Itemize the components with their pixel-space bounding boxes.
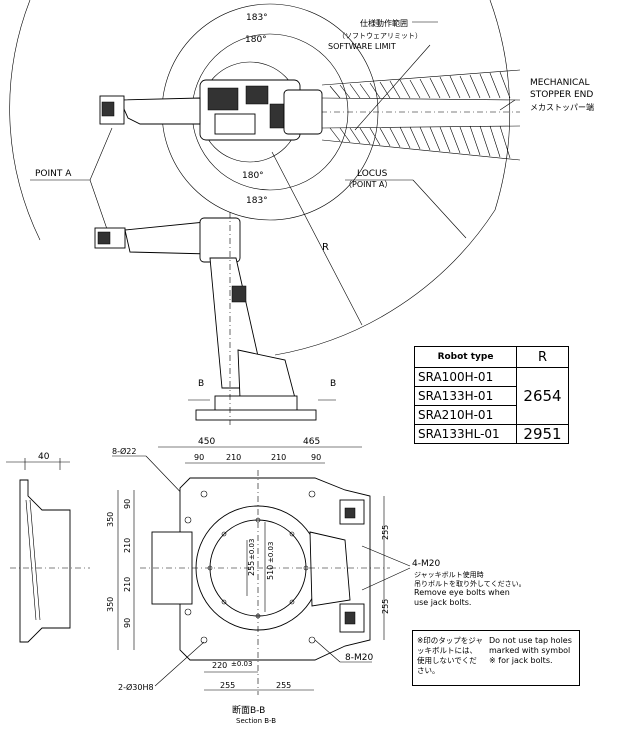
dim-255-center: 255 — [247, 561, 256, 576]
jack-bolt-note: ※印のタップをジャッキボルトには、使用しないでください。 Do not use … — [412, 630, 580, 686]
robot-type-cell: SRA133H-01 — [413, 386, 518, 406]
robot-type-cell: SRA210H-01 — [413, 405, 518, 425]
dim-220-tol: ±0.03 — [231, 660, 252, 668]
m20-8-label: 8-M20 — [345, 653, 373, 663]
base-side-view: 40 — [6, 452, 90, 643]
angle-183-bottom: 183° — [246, 196, 268, 206]
mech-stopper-en-2: STOPPER END — [530, 90, 593, 100]
dim-90-v-bottom: 90 — [123, 618, 132, 628]
header-robot-type: Robot type — [413, 346, 518, 368]
r-value-cell: 2654 — [516, 367, 569, 425]
dim-350-top: 350 — [106, 512, 115, 527]
software-limit-en: SOFTWARE LIMIT — [328, 42, 396, 51]
table-header-row: Robot type R — [413, 346, 569, 368]
section-title-jp: 断面B-B — [232, 704, 265, 716]
note-jp: ※印のタップをジャッキボルトには、使用しないでください。 — [417, 636, 483, 675]
dim-90-v-top: 90 — [123, 499, 132, 509]
section-mark-left: B — [198, 379, 204, 389]
robot-top-silhouette — [99, 79, 323, 141]
section-mark-right: B — [330, 379, 336, 389]
dim-210-v-top: 210 — [123, 538, 132, 553]
table-row: SRA100H-01 2654 — [413, 367, 569, 425]
locus-sub: （POINT A） — [344, 180, 392, 189]
software-limit-jp: 仕様動作範囲 — [360, 18, 408, 28]
dim-255-right-bottom: 255 — [381, 599, 390, 614]
header-r: R — [516, 346, 569, 368]
robot-type-cell: SRA100H-01 — [413, 367, 518, 387]
angle-183-top: 183° — [246, 13, 268, 23]
r-value-cell: 2951 — [516, 424, 569, 444]
dim-210-v-bottom: 210 — [123, 577, 132, 592]
section-title-en: Section B-B — [236, 717, 276, 725]
point-a-label: POINT A — [35, 169, 72, 179]
dim-255-right-top: 255 — [381, 525, 390, 540]
dim-220: 220 — [212, 661, 227, 670]
dim-510: 510 — [266, 565, 275, 580]
angle-180-top: 180° — [245, 35, 267, 45]
mech-stopper-en-1: MECHANICAL — [530, 78, 590, 88]
jack-jp-1: ジャッキボルト使用時 — [414, 570, 484, 579]
dim-255-center-tol: ±0.03 — [248, 539, 256, 560]
robot-type-cell: SRA133HL-01 — [413, 424, 518, 444]
top-view: 183° 180° 180° 183° 仕様動作範囲 （ソフトウェアリミット） … — [9, 0, 594, 356]
hole-8-d22-label: 8-Ø22 — [112, 446, 136, 456]
jack-en-2: use jack bolts. — [414, 598, 471, 607]
table-row: SRA133HL-01 2951 — [413, 424, 569, 444]
base-plan-view: 450 465 90 210 210 90 8-Ø22 — [106, 437, 526, 725]
dim-255-bottom-right: 255 — [276, 681, 291, 690]
radius-line — [271, 151, 363, 326]
mech-stopper-hatch — [230, 69, 521, 161]
m20-4-label: 4-M20 — [412, 559, 440, 569]
robot-type-table: Robot type R SRA100H-01 2654 SRA133H-01 … — [413, 346, 569, 444]
dim-350-bottom: 350 — [106, 597, 115, 612]
dim-210-left: 210 — [226, 453, 241, 462]
software-limit-jp-sub: （ソフトウェアリミット） — [338, 32, 422, 40]
dim-510-tol: ±0.03 — [267, 542, 275, 563]
side-view: B B — [94, 212, 336, 425]
table-row: SRA133H-01 — [413, 386, 569, 406]
mech-stopper-jp: メカストッパー端 — [530, 102, 594, 112]
dim-465: 465 — [303, 437, 320, 447]
dim-210-right: 210 — [271, 453, 286, 462]
dim-90-left: 90 — [194, 453, 204, 462]
hole-2-d30-label: 2-Ø30H8 — [118, 682, 154, 692]
angle-180-bottom: 180° — [242, 171, 264, 181]
jack-jp-2: 吊りボルトを取り外してください。 — [414, 579, 526, 588]
radius-label: R — [322, 242, 329, 253]
dim-450: 450 — [198, 437, 215, 447]
note-en: Do not use tap holes marked with symbol … — [489, 636, 572, 665]
dim-255-bottom-left: 255 — [220, 681, 235, 690]
jack-en-1: Remove eye bolts when — [414, 588, 510, 597]
dim-40: 40 — [38, 452, 50, 462]
locus-label: LOCUS — [357, 169, 388, 179]
locus-arc — [274, 0, 511, 356]
dim-90-right: 90 — [311, 453, 321, 462]
